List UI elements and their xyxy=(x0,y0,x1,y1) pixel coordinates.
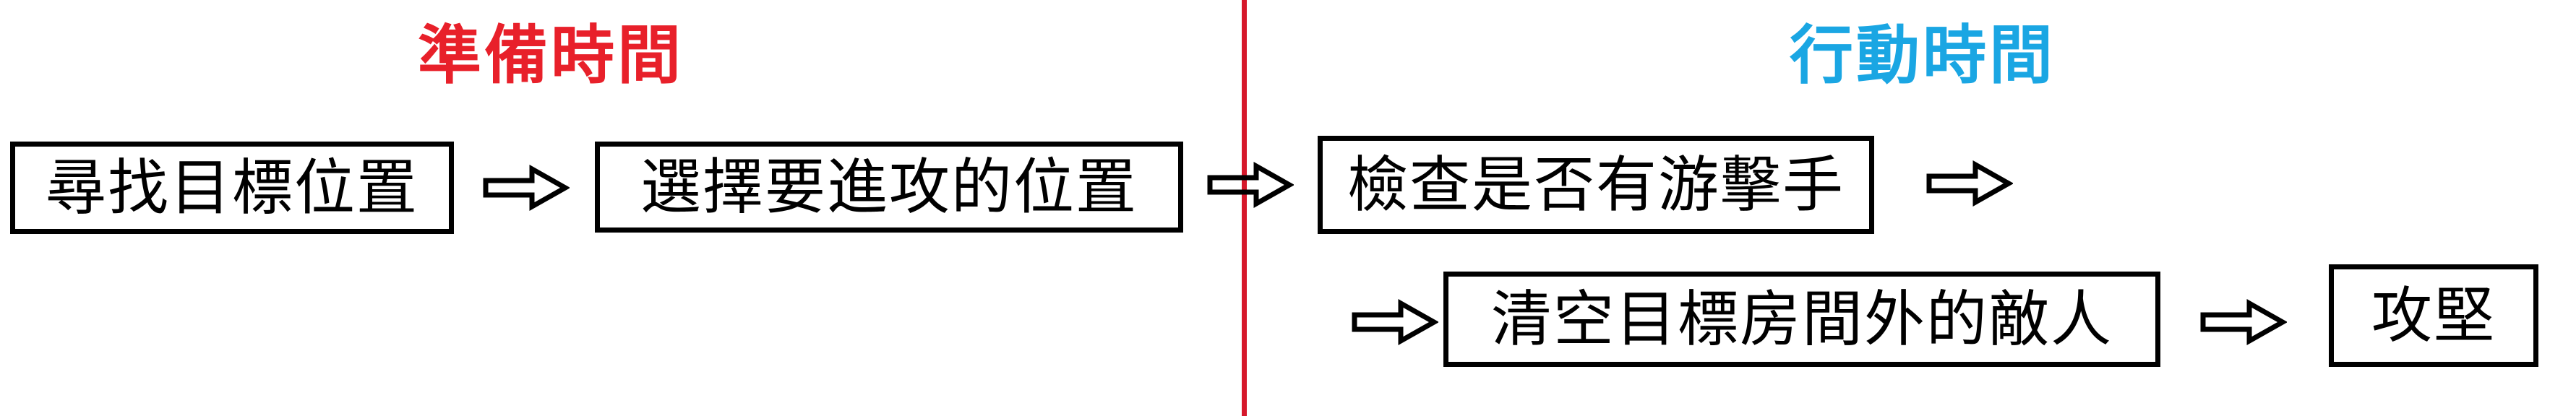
step-find-target-location: 尋找目標位置 xyxy=(10,142,454,234)
phase-title-prep: 準備時間 xyxy=(418,18,684,92)
arrow-right-icon xyxy=(1352,299,1438,345)
arrow-right-icon xyxy=(2200,299,2287,345)
arrow-right-icon xyxy=(1207,162,1294,208)
step-breach: 攻堅 xyxy=(2329,264,2538,367)
phase-divider xyxy=(1242,0,1247,416)
phase-title-action: 行動時間 xyxy=(1790,18,2056,92)
arrow-right-icon xyxy=(1926,160,2013,207)
step-clear-enemies-outside-room: 清空目標房間外的敵人 xyxy=(1443,272,2160,367)
arrow-right-icon xyxy=(483,165,570,211)
step-check-for-roamers: 檢查是否有游擊手 xyxy=(1318,136,1874,234)
step-choose-attack-position: 選擇要進攻的位置 xyxy=(595,142,1183,233)
